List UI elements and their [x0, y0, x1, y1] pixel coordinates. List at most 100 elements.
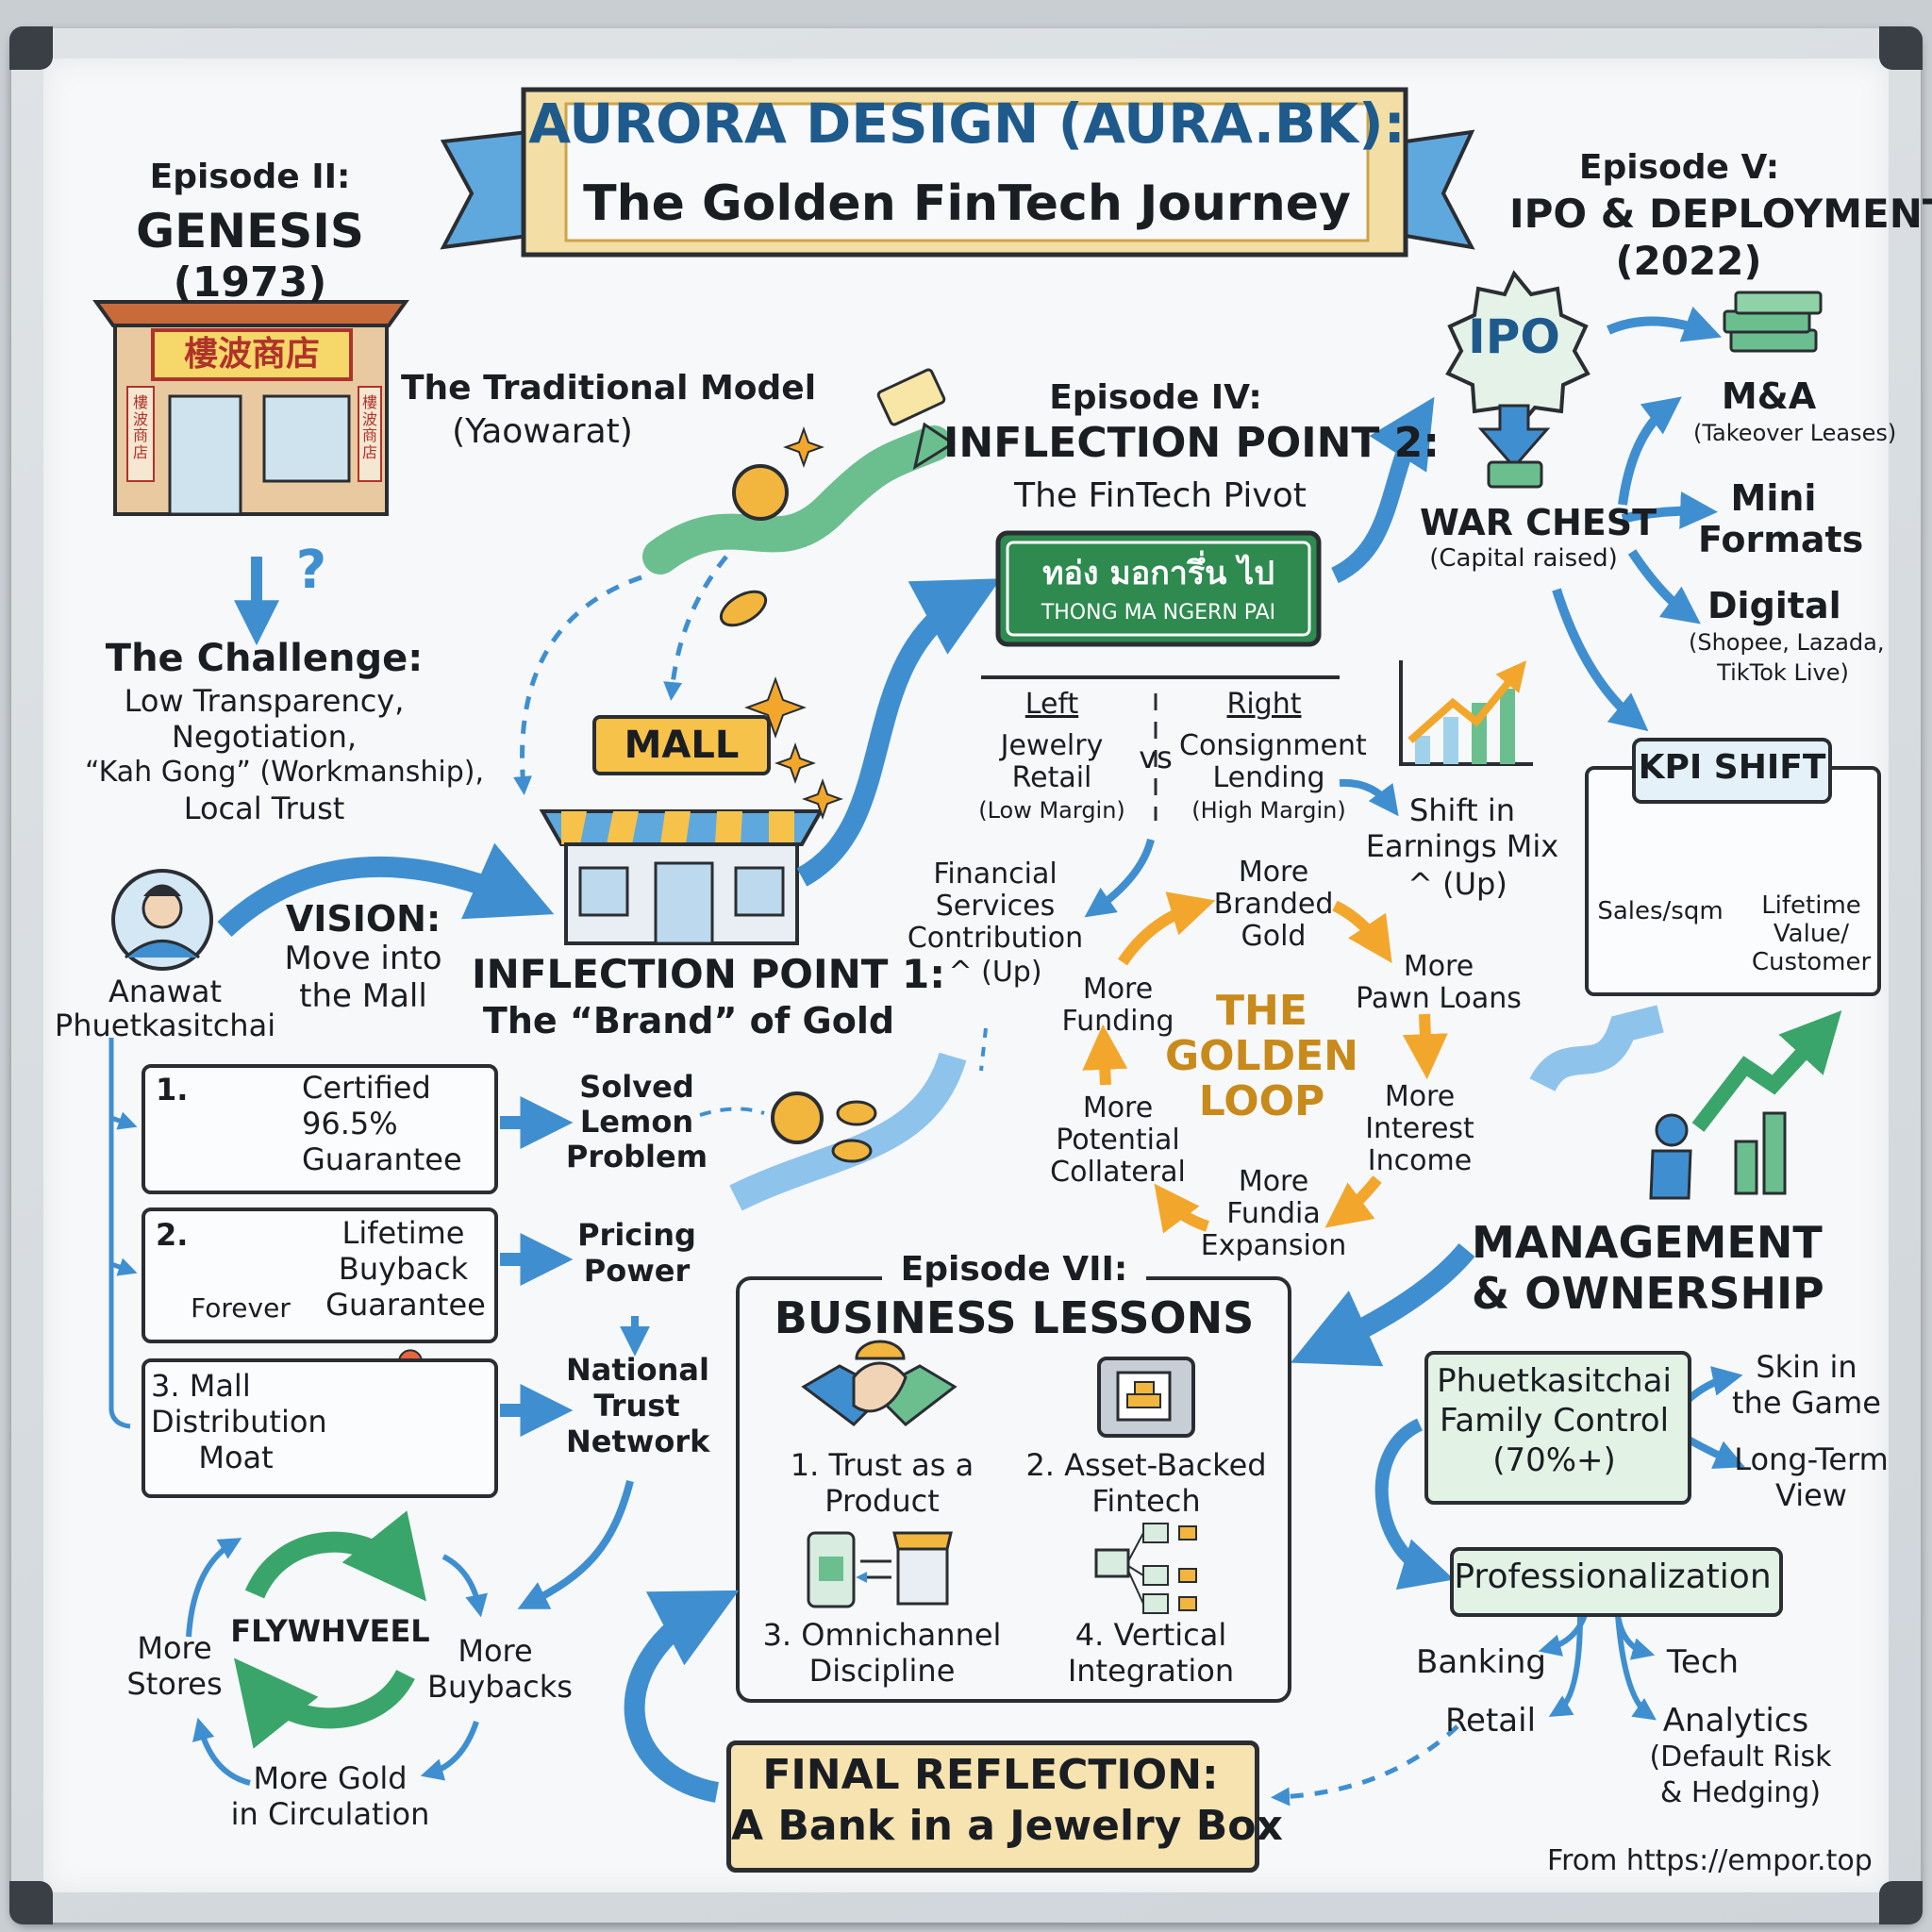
source-credit: From https://empor.top [1547, 1844, 1873, 1877]
flywheel-arrows [186, 1510, 488, 1786]
lessons-title: BUSINESS LESSONS [774, 1292, 1255, 1343]
episode-2-label: Episode II: [149, 158, 351, 196]
loop-funding-2: Funding [1061, 1005, 1174, 1038]
ipo-seal-icon [1445, 270, 1591, 489]
pillar-3-result-line-3: Network [566, 1424, 710, 1459]
pillar-1-result-line-3: Problem [565, 1139, 708, 1174]
loop-expansion-2: Fundia [1226, 1197, 1321, 1230]
omnichannel-icon [807, 1531, 953, 1608]
growth-chart-icon [1399, 660, 1533, 766]
lesson-3-line-1: 3. Omnichannel [762, 1617, 1002, 1653]
split-left-line-3: (Low Margin) [978, 797, 1125, 824]
pillar-1-line-3: Guarantee [302, 1141, 462, 1177]
pillar-2-line-2: Buyback [338, 1251, 469, 1287]
long-term-line-2: View [1775, 1477, 1847, 1513]
flywheel-gold-line-2: in Circulation [230, 1796, 430, 1832]
loop-branded-3: Gold [1241, 920, 1307, 953]
financial-line-1: Financial [933, 858, 1058, 891]
deploy-digital-sub-2: TikTok Live) [1717, 659, 1849, 686]
kpi-new-1: Lifetime [1761, 891, 1861, 920]
loop-expansion-3: Expansion [1200, 1229, 1347, 1262]
challenge-line-4: Local Trust [183, 791, 345, 826]
coin-icon [836, 1100, 877, 1126]
frame-corner [9, 26, 53, 70]
flywheel-buybacks-line-2: Buybacks [427, 1669, 573, 1705]
lesson-3-line-2: Discipline [808, 1653, 956, 1689]
golden-loop-title-3: LOOP [1198, 1077, 1325, 1125]
war-chest-title: WAR CHEST [1420, 502, 1657, 543]
kpi-old: Sales/sqm [1597, 897, 1724, 925]
final-reflection-box [726, 1740, 1259, 1873]
golden-loop-arrows [1082, 891, 1448, 1234]
coin-icon [771, 1091, 824, 1144]
pivot-arrow [796, 578, 1001, 887]
vision-title: VISION: [285, 898, 441, 940]
earnings-line-3: ^ (Up) [1407, 866, 1507, 902]
family-line-2: Family Control [1439, 1402, 1670, 1440]
supply-chain-icon [1094, 1523, 1197, 1614]
coin-icon [831, 1139, 873, 1163]
sparkle-icons [744, 426, 843, 820]
professionalization-label: Professionalization [1454, 1557, 1772, 1596]
title-banner [440, 87, 1475, 258]
family-control-box [1424, 1351, 1691, 1505]
loop-collateral-3: Collateral [1050, 1156, 1186, 1189]
split-right-line-3: (High Margin) [1191, 797, 1346, 824]
lesson-1-line-1: 1. Trust as a [790, 1447, 974, 1483]
infinity-label: Forever [191, 1292, 291, 1324]
challenge-line-2: Negotiation, [171, 719, 358, 755]
flywheel-stores-line-2: Stores [126, 1666, 223, 1702]
ipo-arrow [1330, 396, 1435, 584]
management-title-2: & OWNERSHIP [1472, 1268, 1824, 1319]
pillar-3-box [142, 1358, 498, 1498]
split-vs: vs [1139, 740, 1173, 775]
vision-arrow [217, 842, 555, 938]
split-left-line-2: Retail [1011, 761, 1092, 794]
kpi-new-2: Value/ [1773, 920, 1850, 948]
loop-interest-1: More [1384, 1080, 1456, 1113]
pillar-3-result-line-1: National [566, 1352, 709, 1388]
kpi-title: KPI SHIFT [1638, 748, 1826, 787]
episode-2-title: GENESIS [136, 204, 364, 258]
coin-icon [719, 590, 768, 627]
pillar-3-result-line-2: Trust [593, 1388, 680, 1424]
golden-loop-title-2: GOLDEN [1165, 1032, 1358, 1080]
management-title-1: MANAGEMENT [1472, 1217, 1823, 1268]
loop-collateral-2: Potential [1056, 1124, 1180, 1157]
lesson-2-line-2: Fintech [1091, 1483, 1201, 1519]
handshake-icon [801, 1340, 958, 1426]
arrow [1606, 306, 1723, 342]
skin-line-1: Skin in [1756, 1349, 1857, 1385]
pillar-2-box [142, 1208, 498, 1343]
vault-gold-icon [1097, 1357, 1195, 1438]
financial-line-4: ^ (Up) [948, 956, 1042, 989]
kpi-new-3: Customer [1751, 948, 1872, 976]
frame-corner [1879, 26, 1923, 70]
shop-side-sign-left: 樓波商店 [132, 393, 148, 461]
pillar-2-result-line-1: Pricing [577, 1217, 696, 1253]
pillar-2-number: 2. [156, 1217, 189, 1253]
pillar-arrows [108, 1038, 765, 1609]
episode-5-title: IPO & DEPLOYMENT [1509, 191, 1932, 237]
financial-line-3: Contribution [907, 922, 1084, 955]
loop-pawn-2: Pawn Loans [1356, 982, 1522, 1015]
mall-sign: MALL [624, 724, 740, 767]
earnings-line-1: Shift in [1408, 792, 1516, 828]
episode-4-title: INFLECTION POINT 2: [943, 419, 1440, 467]
shop-side-sign-right: 樓波商店 [361, 393, 377, 461]
inflection-1-title: INFLECTION POINT 1: [472, 951, 946, 997]
title-line-2: The Golden FinTech Journey [583, 175, 1351, 232]
earnings-line-2: Earnings Mix [1365, 828, 1559, 864]
lesson-4-line-1: 4. Vertical [1074, 1617, 1227, 1653]
inflection-1-subtitle: The “Brand” of Gold [482, 1000, 895, 1041]
prof-analytics-3: & Hedging) [1659, 1776, 1822, 1809]
founder-last-name: Phuetkasitchai [54, 1008, 276, 1043]
frame-corner [9, 1881, 53, 1924]
deploy-ma-sub: (Takeover Leases) [1693, 420, 1897, 446]
pillar-3-number: 3. Mall [151, 1368, 251, 1404]
loop-interest-3: Income [1367, 1144, 1473, 1177]
final-reflection-line-2: A Bank in a Jewelry Box [731, 1802, 1283, 1850]
loop-interest-2: Interest [1365, 1112, 1474, 1145]
financial-line-2: Services [935, 890, 1056, 923]
challenge-line-3: “Kah Gong” (Workmanship), [85, 756, 484, 789]
